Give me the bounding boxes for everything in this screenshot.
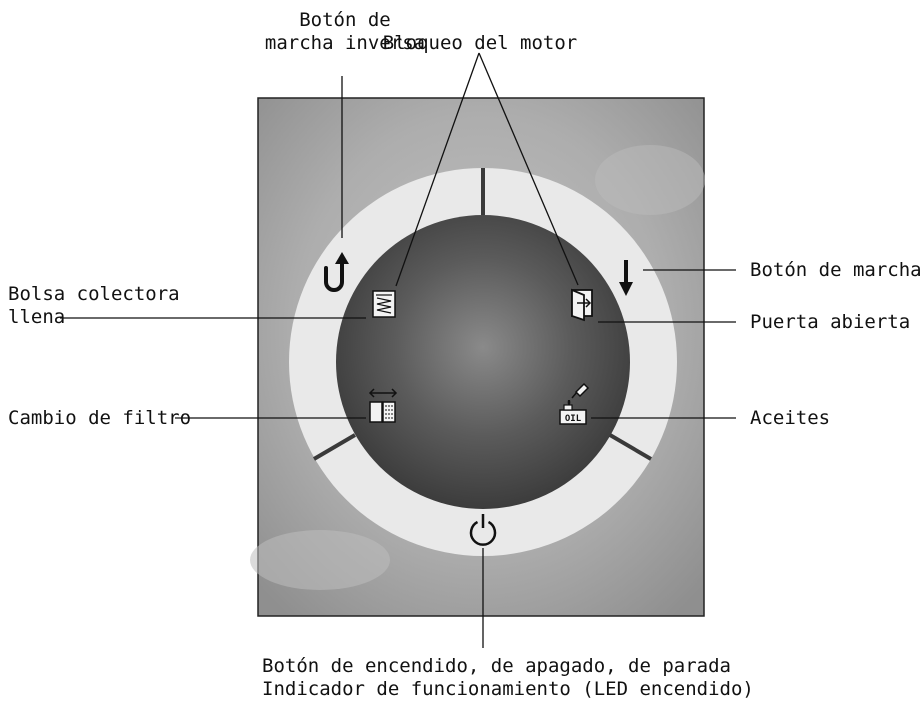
label-reverse-line-2: marcha inversa	[264, 32, 426, 54]
label-motor-lock: Bloqueo del motor	[382, 32, 578, 54]
down-arrow-icon[interactable]	[619, 260, 633, 296]
label-bag-line-2: llena	[8, 306, 66, 328]
leader-motor-lock-right	[478, 52, 579, 286]
panel-shading	[250, 530, 390, 590]
label-door-open: Puerta abierta	[750, 311, 911, 333]
label-filter-change: Cambio de filtro	[8, 407, 192, 429]
center-dial	[336, 215, 630, 509]
label-bag-line-1: Bolsa colectora	[8, 283, 180, 305]
oil-can-icon: OIL	[559, 382, 590, 425]
ring-separator-left	[312, 433, 357, 461]
panel-shading	[595, 145, 705, 215]
label-reverse-button: Botón de marcha inversa	[240, 9, 450, 55]
door-open-icon	[571, 288, 593, 322]
label-power-line-2: Indicador de funcionamiento (LED encendi…	[262, 678, 754, 700]
oil-icon-text: OIL	[565, 414, 582, 424]
label-bag-full: Bolsa colectora llena	[8, 283, 180, 329]
power-icon[interactable]	[469, 514, 497, 546]
bag-full-icon	[372, 290, 396, 318]
ring-separator-right	[608, 433, 653, 461]
u-turn-arrow-icon[interactable]	[324, 252, 349, 292]
label-reverse-line-1: Botón de	[299, 9, 391, 31]
filter-change-icon	[368, 388, 398, 423]
leader-motor-lock-left	[395, 52, 480, 287]
label-power: Botón de encendido, de apagado, de parad…	[262, 655, 754, 701]
label-oils: Aceites	[750, 407, 831, 429]
label-power-line-1: Botón de encendido, de apagado, de parad…	[262, 655, 731, 677]
label-forward-button: Botón de marcha	[750, 259, 922, 281]
